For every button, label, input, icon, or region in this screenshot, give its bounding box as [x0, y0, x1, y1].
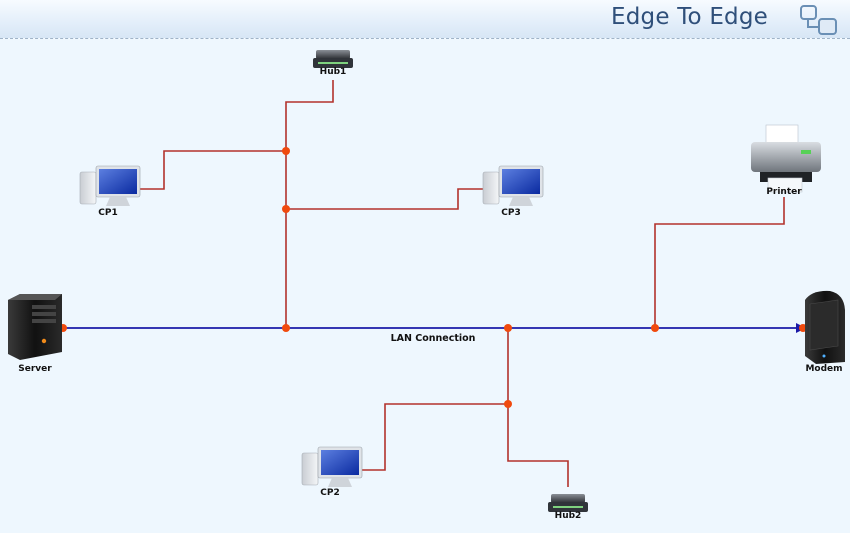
hub-icon — [313, 50, 353, 68]
server-icon — [8, 294, 62, 360]
link-cp3[interactable] — [286, 188, 483, 210]
link-cp2[interactable] — [359, 403, 508, 471]
cp1-label: CP1 — [98, 208, 117, 218]
computer-icon — [482, 165, 544, 206]
node-hub1[interactable]: Hub1 — [313, 50, 353, 77]
lan-connection-label: LAN Connection — [391, 333, 476, 344]
modem-label: Modem — [805, 364, 842, 374]
modem-icon — [805, 290, 845, 364]
hub1-label: Hub1 — [320, 67, 347, 77]
node-cp2[interactable]: CP2 — [301, 446, 363, 498]
cp3-label: CP3 — [501, 208, 520, 218]
computer-icon — [79, 165, 141, 206]
node-cp3[interactable]: CP3 — [482, 165, 544, 218]
node-printer[interactable]: Printer — [751, 124, 821, 197]
diagram-header: Edge To Edge — [0, 0, 850, 39]
node-cp1[interactable]: CP1 — [79, 165, 141, 218]
link-lines — [139, 80, 785, 487]
node-modem[interactable]: Modem — [805, 290, 845, 374]
printer-label: Printer — [766, 187, 802, 197]
node-hub2[interactable]: Hub2 — [548, 494, 588, 521]
diagram-title: Edge To Edge — [611, 4, 768, 30]
cp2-label: CP2 — [320, 488, 339, 498]
hub2-label: Hub2 — [555, 511, 582, 521]
link-hub2[interactable] — [507, 328, 569, 487]
junction[interactable] — [651, 324, 659, 332]
hub-icon — [548, 494, 588, 512]
junction[interactable] — [282, 324, 290, 332]
junction-points — [59, 147, 807, 408]
link-printer[interactable] — [654, 197, 785, 328]
junction[interactable] — [282, 205, 290, 213]
node-server[interactable]: Server — [8, 294, 62, 374]
junction[interactable] — [504, 400, 512, 408]
server-label: Server — [18, 364, 52, 374]
printer-icon — [751, 124, 821, 193]
link-cp1[interactable] — [139, 150, 286, 190]
computer-icon — [301, 446, 363, 487]
junction[interactable] — [282, 147, 290, 155]
link-hub1[interactable] — [285, 80, 334, 328]
connector-icon[interactable] — [799, 4, 839, 36]
junction[interactable] — [504, 324, 512, 332]
